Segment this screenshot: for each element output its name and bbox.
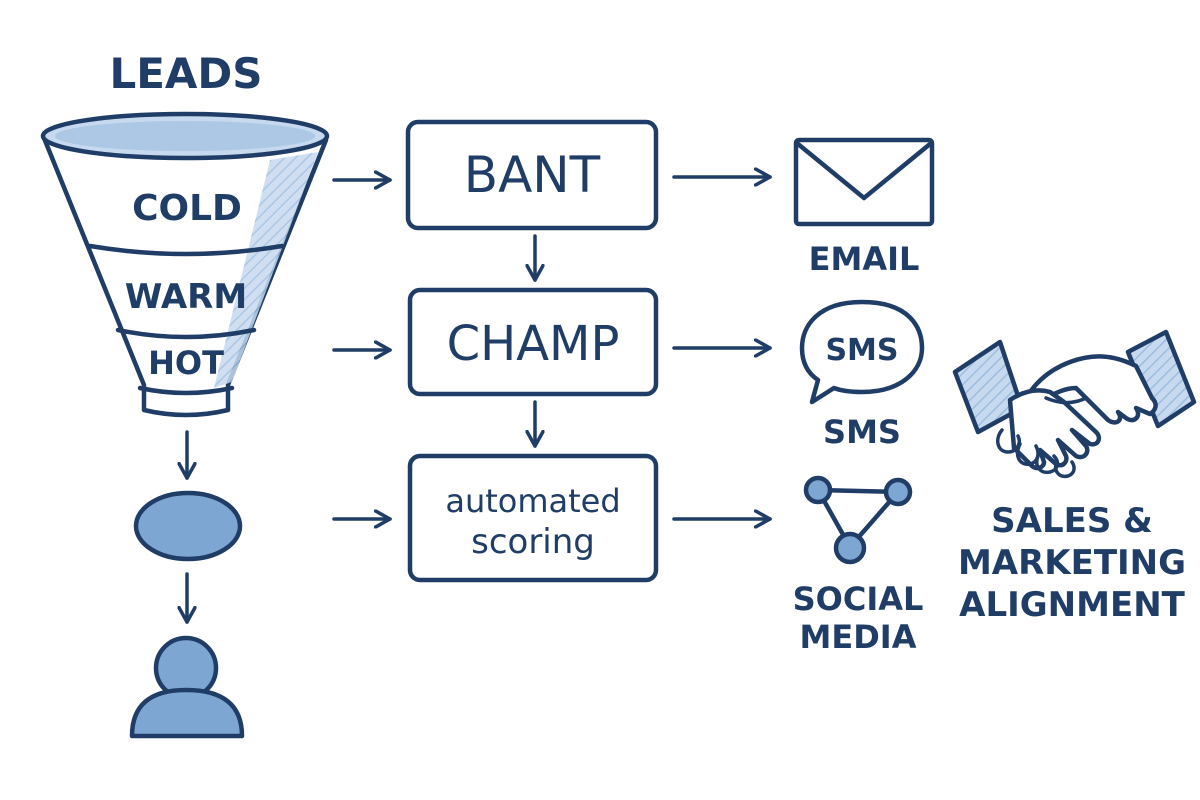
sms-label: SMS (823, 413, 901, 451)
handshake-icon (952, 329, 1197, 479)
funnel-band-line-3 (137, 385, 235, 396)
funnel-rim-inner (55, 121, 315, 151)
envelope-icon (793, 137, 935, 227)
alignment-label-line3: ALIGNMENT (959, 585, 1186, 625)
alignment-label-line1: SALES & (991, 501, 1153, 541)
champ-label: CHAMP (447, 316, 620, 372)
funnel-stage-warm: WARM (125, 277, 247, 317)
prospect-oval-icon (133, 490, 243, 562)
funnel-stage-cold: COLD (132, 188, 242, 229)
email-label: EMAIL (809, 240, 920, 278)
funnel-body (41, 135, 329, 418)
funnel-stage-hot: HOT (148, 344, 224, 382)
funnel-band-line-2 (115, 327, 257, 340)
automated-label-line1: automated (445, 482, 620, 520)
funnel-shading (214, 152, 318, 388)
network-icon (803, 475, 913, 565)
lead-funnel: LEADS COLD WARM HOT (40, 49, 330, 418)
bant-label: BANT (464, 146, 601, 204)
sms-bubble-label: SMS (825, 333, 898, 368)
automated-label-line2: scoring (471, 522, 595, 562)
customer-person-icon (129, 635, 245, 739)
funnel-band-line-1 (87, 243, 285, 257)
social-label-line1: SOCIAL (793, 580, 924, 618)
speech-bubble-icon: SMS (799, 299, 925, 405)
alignment-label-line2: MARKETING (958, 543, 1186, 583)
champ-box: CHAMP (407, 287, 659, 397)
automated-scoring-box: automated scoring (407, 453, 659, 583)
bant-box: BANT (405, 119, 659, 231)
social-label-line2: MEDIA (800, 618, 917, 656)
funnel-title: LEADS (109, 49, 262, 98)
